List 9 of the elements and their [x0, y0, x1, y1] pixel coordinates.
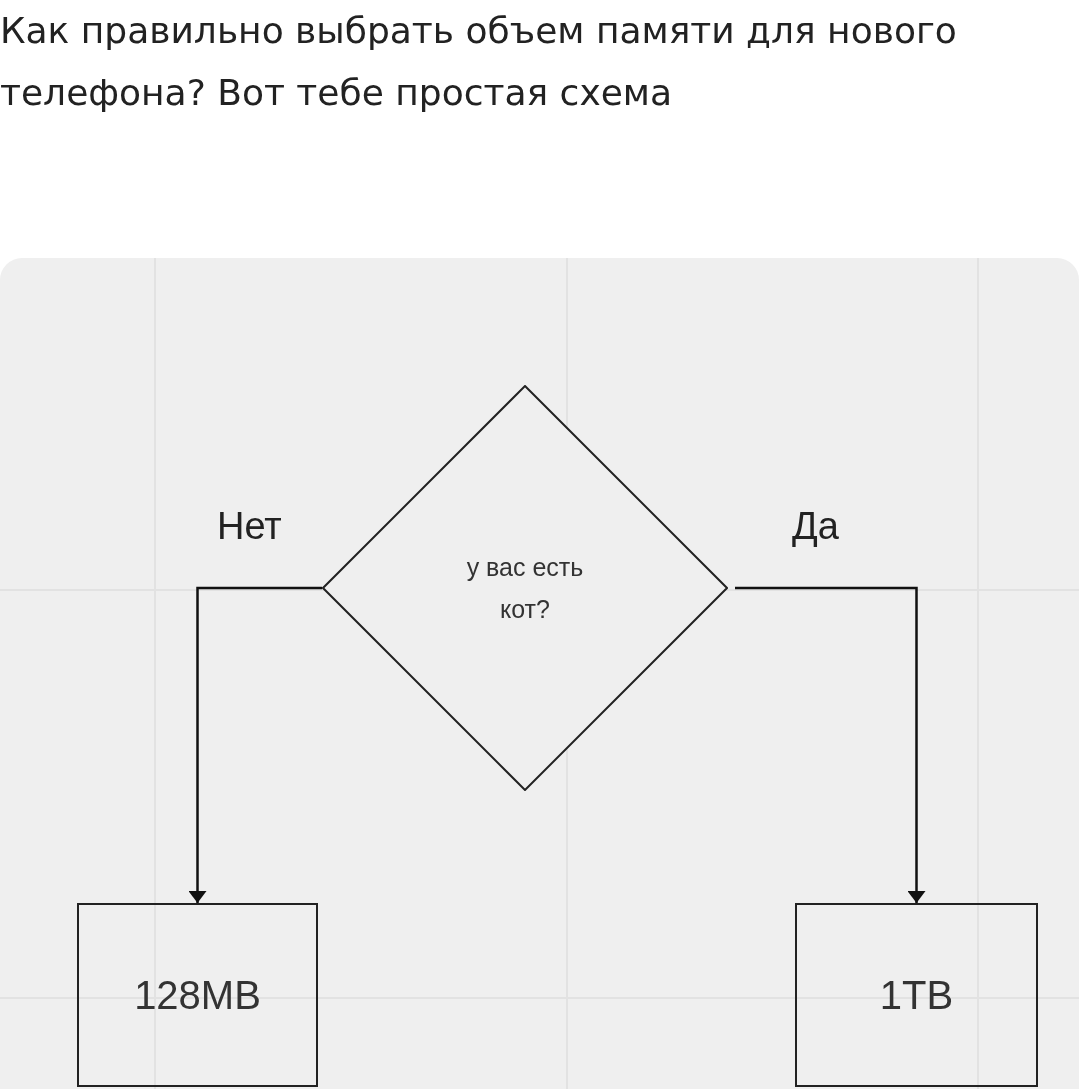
node-label: 128MB: [134, 972, 261, 1019]
arrow: [191, 586, 322, 903]
arrow: [735, 586, 923, 903]
node-label: 1TB: [879, 972, 954, 1019]
title: Как правильно выбрать объем памяти для нового телефона? Вот тебе простая схема: [0, 9, 958, 115]
node-label: у вас есть кот?: [465, 551, 585, 625]
result-box: [77, 903, 318, 1087]
result-box: [795, 903, 1038, 1087]
decision-diamond: [322, 385, 728, 791]
